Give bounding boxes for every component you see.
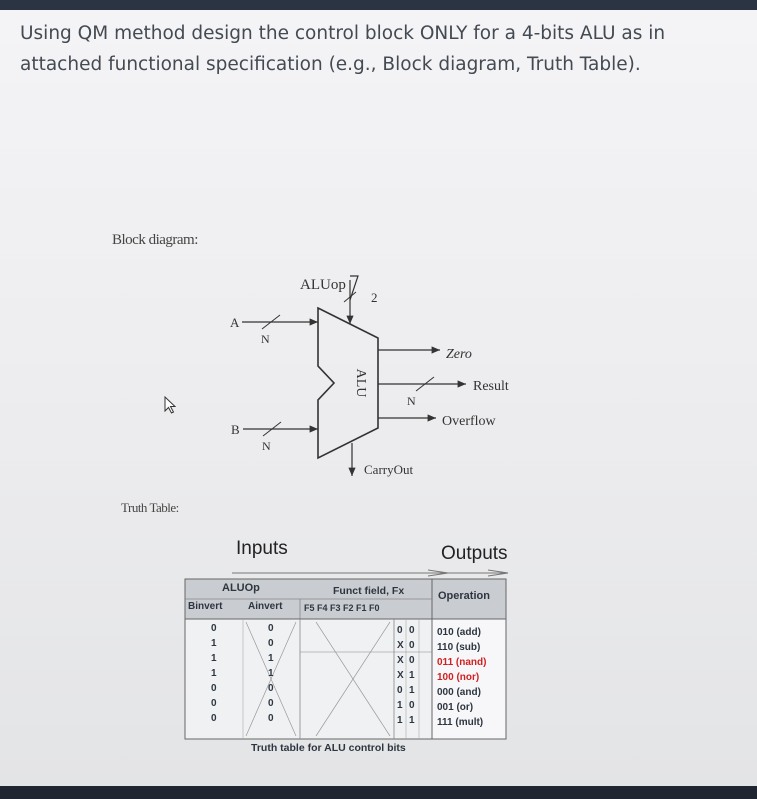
result-bus-width: N (407, 394, 416, 408)
binvert-cell: 0 (211, 713, 217, 724)
operation-cell: 000 (and) (437, 687, 481, 698)
ainvert-cell: 0 (268, 638, 274, 649)
operation-cell: 011 (nand) (437, 657, 487, 668)
f1-cell: 0 (397, 625, 403, 636)
top-bar (0, 0, 757, 10)
binvert-cell: 0 (211, 698, 217, 709)
ainvert-cell: 0 (268, 623, 274, 634)
aluop-width: 2 (371, 290, 378, 305)
truth-table-caption: Truth table for ALU control bits (251, 742, 406, 754)
bottom-bar (0, 786, 757, 799)
ainvert-cell: 1 (268, 668, 274, 679)
operation-header: Operation (438, 590, 490, 602)
f1-cell: X (397, 655, 404, 666)
ainvert-header: Ainvert (248, 601, 283, 612)
funct-header: Funct field, Fx (333, 585, 405, 597)
f0-cell: 1 (409, 715, 415, 726)
aluop-label: ALUop (300, 277, 346, 293)
f1-cell: 0 (397, 685, 403, 696)
truth-table: ALUOp Funct field, Fx Operation Binvert … (188, 580, 508, 750)
operation-cell: 110 (sub) (437, 642, 481, 653)
ainvert-cell: 0 (268, 698, 274, 709)
f0-cell: 0 (409, 655, 415, 666)
operation-cell: 001 (or) (437, 702, 474, 713)
block-diagram-label: Block diagram: (112, 232, 198, 248)
funct-columns: F5 F4 F3 F2 F1 F0 (304, 603, 380, 613)
carryout-output: CarryOut (364, 462, 413, 477)
alu-label: ALU (353, 369, 368, 398)
f0-cell: 0 (409, 625, 415, 636)
binvert-header: Binvert (188, 601, 223, 612)
result-output: Result (473, 379, 509, 394)
binvert-cell: 1 (211, 668, 217, 679)
input-b-label: B (231, 422, 240, 437)
operation-cell: 111 (mult) (437, 717, 484, 728)
operation-cell: 100 (nor) (437, 672, 480, 683)
zero-output: Zero (446, 347, 472, 362)
f0-cell: 0 (409, 640, 415, 651)
binvert-cell: 1 (211, 653, 217, 664)
binvert-cell: 0 (211, 623, 217, 634)
aluop-header: ALUOp (222, 582, 260, 594)
outputs-header: Outputs (441, 543, 508, 564)
mouse-pointer-icon (164, 396, 177, 414)
ainvert-cell: 0 (268, 713, 274, 724)
a-bus-width: N (261, 332, 270, 346)
input-a-label: A (230, 315, 240, 330)
b-bus-width: N (262, 439, 271, 453)
f0-cell: 1 (409, 670, 415, 681)
f1-cell: X (397, 640, 404, 651)
binvert-cell: 1 (211, 638, 217, 649)
f1-cell: 1 (397, 700, 403, 711)
truth-table-label: Truth Table: (121, 500, 179, 515)
overflow-output: Overflow (442, 414, 497, 429)
alu-body (317, 306, 379, 460)
ainvert-cell: 1 (268, 653, 274, 664)
operation-cell: 010 (add) (437, 627, 481, 638)
f1-cell: 1 (397, 715, 403, 726)
ainvert-cell: 0 (268, 683, 274, 694)
f0-cell: 1 (409, 685, 415, 696)
inputs-header: Inputs (236, 538, 288, 559)
question-text: Using QM method design the control block… (20, 23, 666, 75)
f1-cell: X (397, 670, 404, 681)
f0-cell: 0 (409, 700, 415, 711)
binvert-cell: 0 (211, 683, 217, 694)
